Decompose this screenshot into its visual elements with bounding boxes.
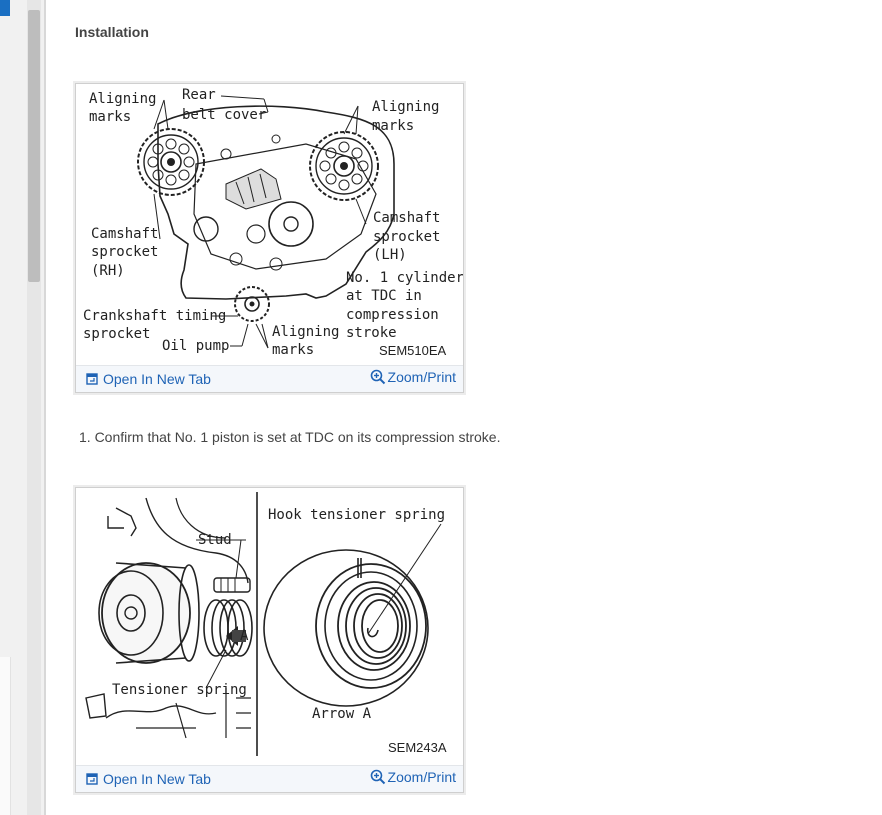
section-heading: Installation: [75, 24, 149, 40]
label-camshaft-lh: Camshaft: [373, 210, 440, 226]
tensioner-diagram-image[interactable]: Stud Hook tensioner spring A Tensioner s…: [76, 488, 463, 765]
left-panel: [0, 0, 45, 815]
timing-diagram-image[interactable]: Aligning marks Rear belt cover Aligning …: [76, 84, 464, 365]
figure-code: SEM243A: [388, 740, 447, 755]
tensioner-drawing: [193, 134, 314, 271]
label-oil-pump: Oil pump: [162, 338, 229, 354]
label-no1-cylinder-4: stroke: [346, 325, 397, 341]
label-camshaft-lh-2: sprocket: [373, 229, 440, 245]
label-no1-cylinder-3: compression: [346, 307, 439, 323]
label-no1-cylinder-2: at TDC in: [346, 288, 422, 304]
label-hook-tensioner-spring: Hook tensioner spring: [268, 507, 445, 523]
label-arrow-a: Arrow A: [312, 706, 372, 722]
label-stud: Stud: [198, 532, 232, 548]
label-aligning-marks-bottom-2: marks: [272, 342, 314, 358]
timing-belt-diagram: Aligning marks Rear belt cover Aligning …: [83, 87, 464, 358]
label-crankshaft-sprocket: sprocket: [83, 326, 150, 342]
label-aligning-marks-right-2: marks: [372, 118, 414, 134]
label-camshaft-lh-3: (LH): [373, 247, 407, 263]
label-rear-belt-cover-2: belt cover: [182, 107, 266, 123]
figure-toolbar: Open In New Tab Zoom/Print: [76, 765, 463, 792]
label-camshaft-rh-2: sprocket: [91, 244, 158, 260]
zoom-print-label: Zoom/Print: [387, 769, 456, 785]
camshaft-sprocket-lh-drawing: [309, 131, 379, 201]
open-in-new-tab-label: Open In New Tab: [103, 371, 211, 387]
zoom-in-icon: [370, 769, 385, 785]
open-in-new-tab-button[interactable]: Open In New Tab: [86, 371, 211, 387]
label-rear-belt-cover: Rear: [182, 87, 216, 103]
zoom-print-label: Zoom/Print: [387, 369, 456, 385]
tensioner-spring-diagram: Stud Hook tensioner spring A Tensioner s…: [85, 492, 447, 756]
label-aligning-marks-left: Aligning: [89, 91, 156, 107]
open-in-new-tab-button[interactable]: Open In New Tab: [86, 771, 211, 787]
step-1-text: 1. Confirm that No. 1 piston is set at T…: [79, 429, 501, 445]
label-tensioner-spring: Tensioner spring: [112, 682, 247, 698]
figure-code: SEM510EA: [379, 343, 447, 358]
label-no1-cylinder: No. 1 cylinder: [346, 270, 463, 286]
panel-tab-indicator[interactable]: [0, 0, 10, 16]
label-crankshaft-timing: Crankshaft timing: [83, 308, 226, 324]
scrollbar-thumb[interactable]: [28, 10, 40, 282]
camshaft-sprocket-rh-drawing: [137, 128, 205, 196]
label-camshaft-rh: Camshaft: [91, 226, 158, 242]
zoom-print-button[interactable]: Zoom/Print: [370, 369, 456, 385]
crankshaft-sprocket-drawing: [234, 286, 270, 322]
label-aligning-marks-left-2: marks: [89, 109, 131, 125]
label-a: A: [240, 628, 249, 644]
zoom-print-button[interactable]: Zoom/Print: [370, 769, 456, 785]
zoom-in-icon: [370, 369, 385, 385]
spring-hook-detail-drawing: [263, 523, 442, 707]
tensioner-pulley-drawing: [85, 497, 253, 739]
label-camshaft-rh-3: (RH): [91, 263, 125, 279]
figure-toolbar: Open In New Tab Zoom/Print: [76, 365, 463, 392]
content-divider: [44, 0, 46, 815]
figure-tensioner-spring: Stud Hook tensioner spring A Tensioner s…: [75, 487, 464, 793]
panel-footer-area: [0, 657, 11, 815]
open-new-tab-icon: [86, 373, 98, 385]
open-new-tab-icon: [86, 773, 98, 785]
label-aligning-marks-bottom: Aligning: [272, 324, 339, 340]
label-aligning-marks-right: Aligning: [372, 99, 439, 115]
figure-timing-belt-alignment: Aligning marks Rear belt cover Aligning …: [75, 83, 464, 393]
open-in-new-tab-label: Open In New Tab: [103, 771, 211, 787]
